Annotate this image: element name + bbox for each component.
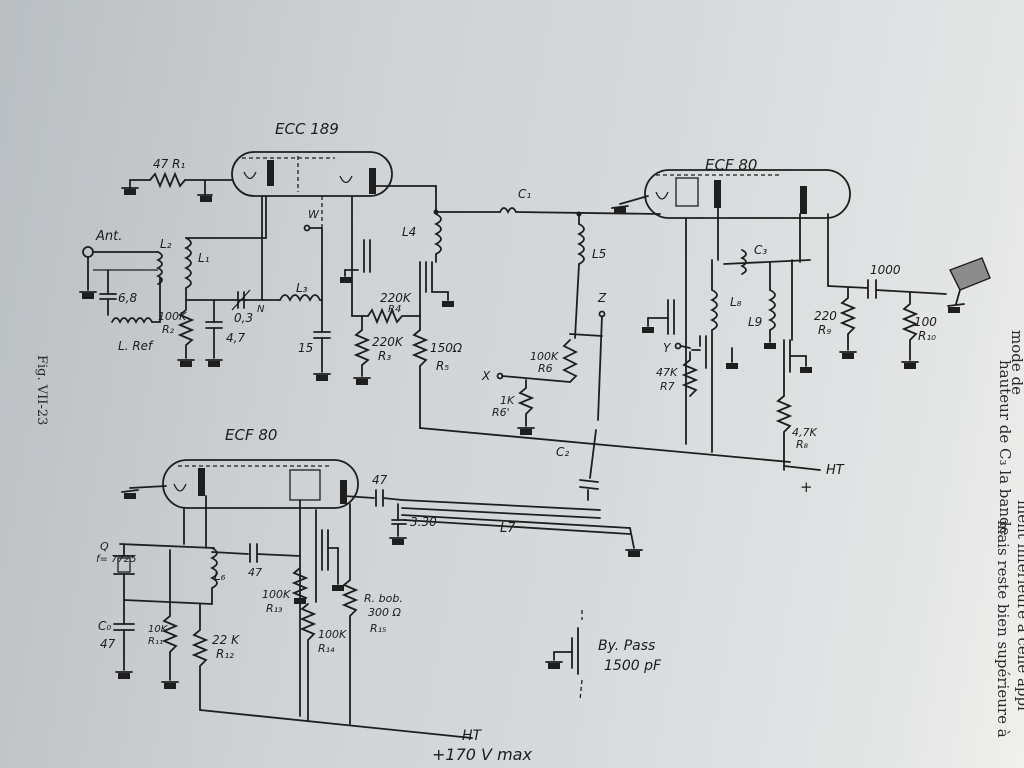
label-r13: R₁₃ [266,602,283,615]
label-r14: R₁₄ [318,642,335,655]
wiring-top [79,171,991,501]
label-r10-value: 100 [914,315,937,329]
label-l5: L5 [592,247,606,261]
label-bypass-value: 1500 pF [604,658,662,674]
label-l7: L7 [500,521,516,536]
label-ht-bottom-voltage: +170 V max [432,745,532,764]
label-r1: 47 R₁ [153,157,185,171]
ecc189-tube [231,151,393,197]
label-x: X [481,369,491,383]
label-r11: R₁₁ [148,636,163,647]
label-r15: R₁₅ [370,622,386,635]
label-c0-value: 47 [100,637,116,651]
label-c15: 15 [298,341,313,355]
label-w: W [308,208,320,221]
label-z: Z [597,291,607,305]
label-r4-value: 220K [380,291,412,305]
label-r9: R₉ [818,323,831,337]
wiring-bottom [113,485,643,739]
label-c0: C₀ [98,619,111,633]
label-l6: L₆ [214,569,226,583]
label-ht-bottom: HT [462,728,483,744]
label-l1: L₁ [198,251,210,265]
label-lref: L. Ref [118,339,154,353]
ground-symbols [82,189,960,689]
label-r12: R₁₂ [216,647,234,661]
label-r8-value: 4,7K [792,426,817,439]
label-r2: R₂ [162,323,175,336]
label-r10: R₁₀ [918,329,936,343]
label-c47a: 4,7 [226,331,245,345]
label-r7: R7 [660,380,675,393]
ecf80-bottom-tube [162,459,359,509]
label-y: Y [663,341,672,355]
label-c68: 6,8 [118,291,137,305]
label-r6p: R6' [492,406,510,419]
label-c1: C₁ [518,187,531,201]
label-q: Q [100,540,109,553]
label-r7-value: 47K [656,366,678,379]
side-text: hauteur de C₃ la bande ment inférieure à… [994,330,1024,738]
label-r8: R₈ [796,438,809,451]
label-c47c: 47 [248,566,262,579]
label-c2: C₂ [556,445,569,459]
component-labels: 47 R₁ Ant. L₂ L₁ 6,8 L. Ref 100K R₂ 0,3 … [95,157,937,764]
side-text-line-3: mais reste bien supérieure à [994,520,1012,738]
side-text-line-4: mode de [1008,330,1024,395]
label-r6: R6 [538,362,553,375]
ecc189-label: ECC 189 [275,120,339,138]
label-r12-value: 22 K [212,633,240,647]
ecf80-bottom-label: ECF 80 [225,426,277,444]
label-l3: L₃ [296,281,308,295]
label-c330: 3.30 [410,515,437,529]
label-r15-b: 300 Ω [368,606,401,619]
label-r5: R₅ [436,359,449,373]
label-r3-value: 220K [372,335,404,349]
label-r15-a: R. bob. [364,592,403,605]
label-l8: L₈ [730,295,742,309]
label-r11-value: 10K [148,624,169,635]
label-r9-value: 220 [814,309,837,323]
label-l9: L9 [748,315,762,329]
label-r14-value: 100K [318,628,347,641]
ecf80-top-label: ECF 80 [705,156,757,174]
label-f: f= 7725 [96,554,137,565]
figure-caption: Fig. VII-23 [34,355,49,425]
label-c1000: 1000 [870,263,901,277]
label-ant: Ant. [95,229,122,244]
side-text-line-1: hauteur de C₃ la bande [996,360,1014,536]
label-r5-value: 150Ω [430,341,463,355]
label-r2-value: 100K [158,310,187,323]
label-r4: R4 [388,304,401,315]
label-l4: L4 [402,225,416,239]
label-c47b: 47 [372,473,388,487]
label-bypass: By. Pass [598,638,655,654]
label-plus: + [800,478,813,496]
label-r6-value: 100K [530,350,559,363]
label-c3: C₃ [754,243,767,257]
label-r6p-value: 1K [500,394,515,407]
label-r3: R₃ [378,349,391,363]
ecf80-top-tube [644,169,851,219]
label-r13-value: 100K [262,588,291,601]
label-c03: 0,3 [234,311,253,325]
side-text-line-2: ment inférieure à celle appl [1014,500,1024,711]
label-l2: L₂ [160,237,172,251]
label-ht-top: HT [826,463,845,478]
label-n: N [257,304,265,315]
